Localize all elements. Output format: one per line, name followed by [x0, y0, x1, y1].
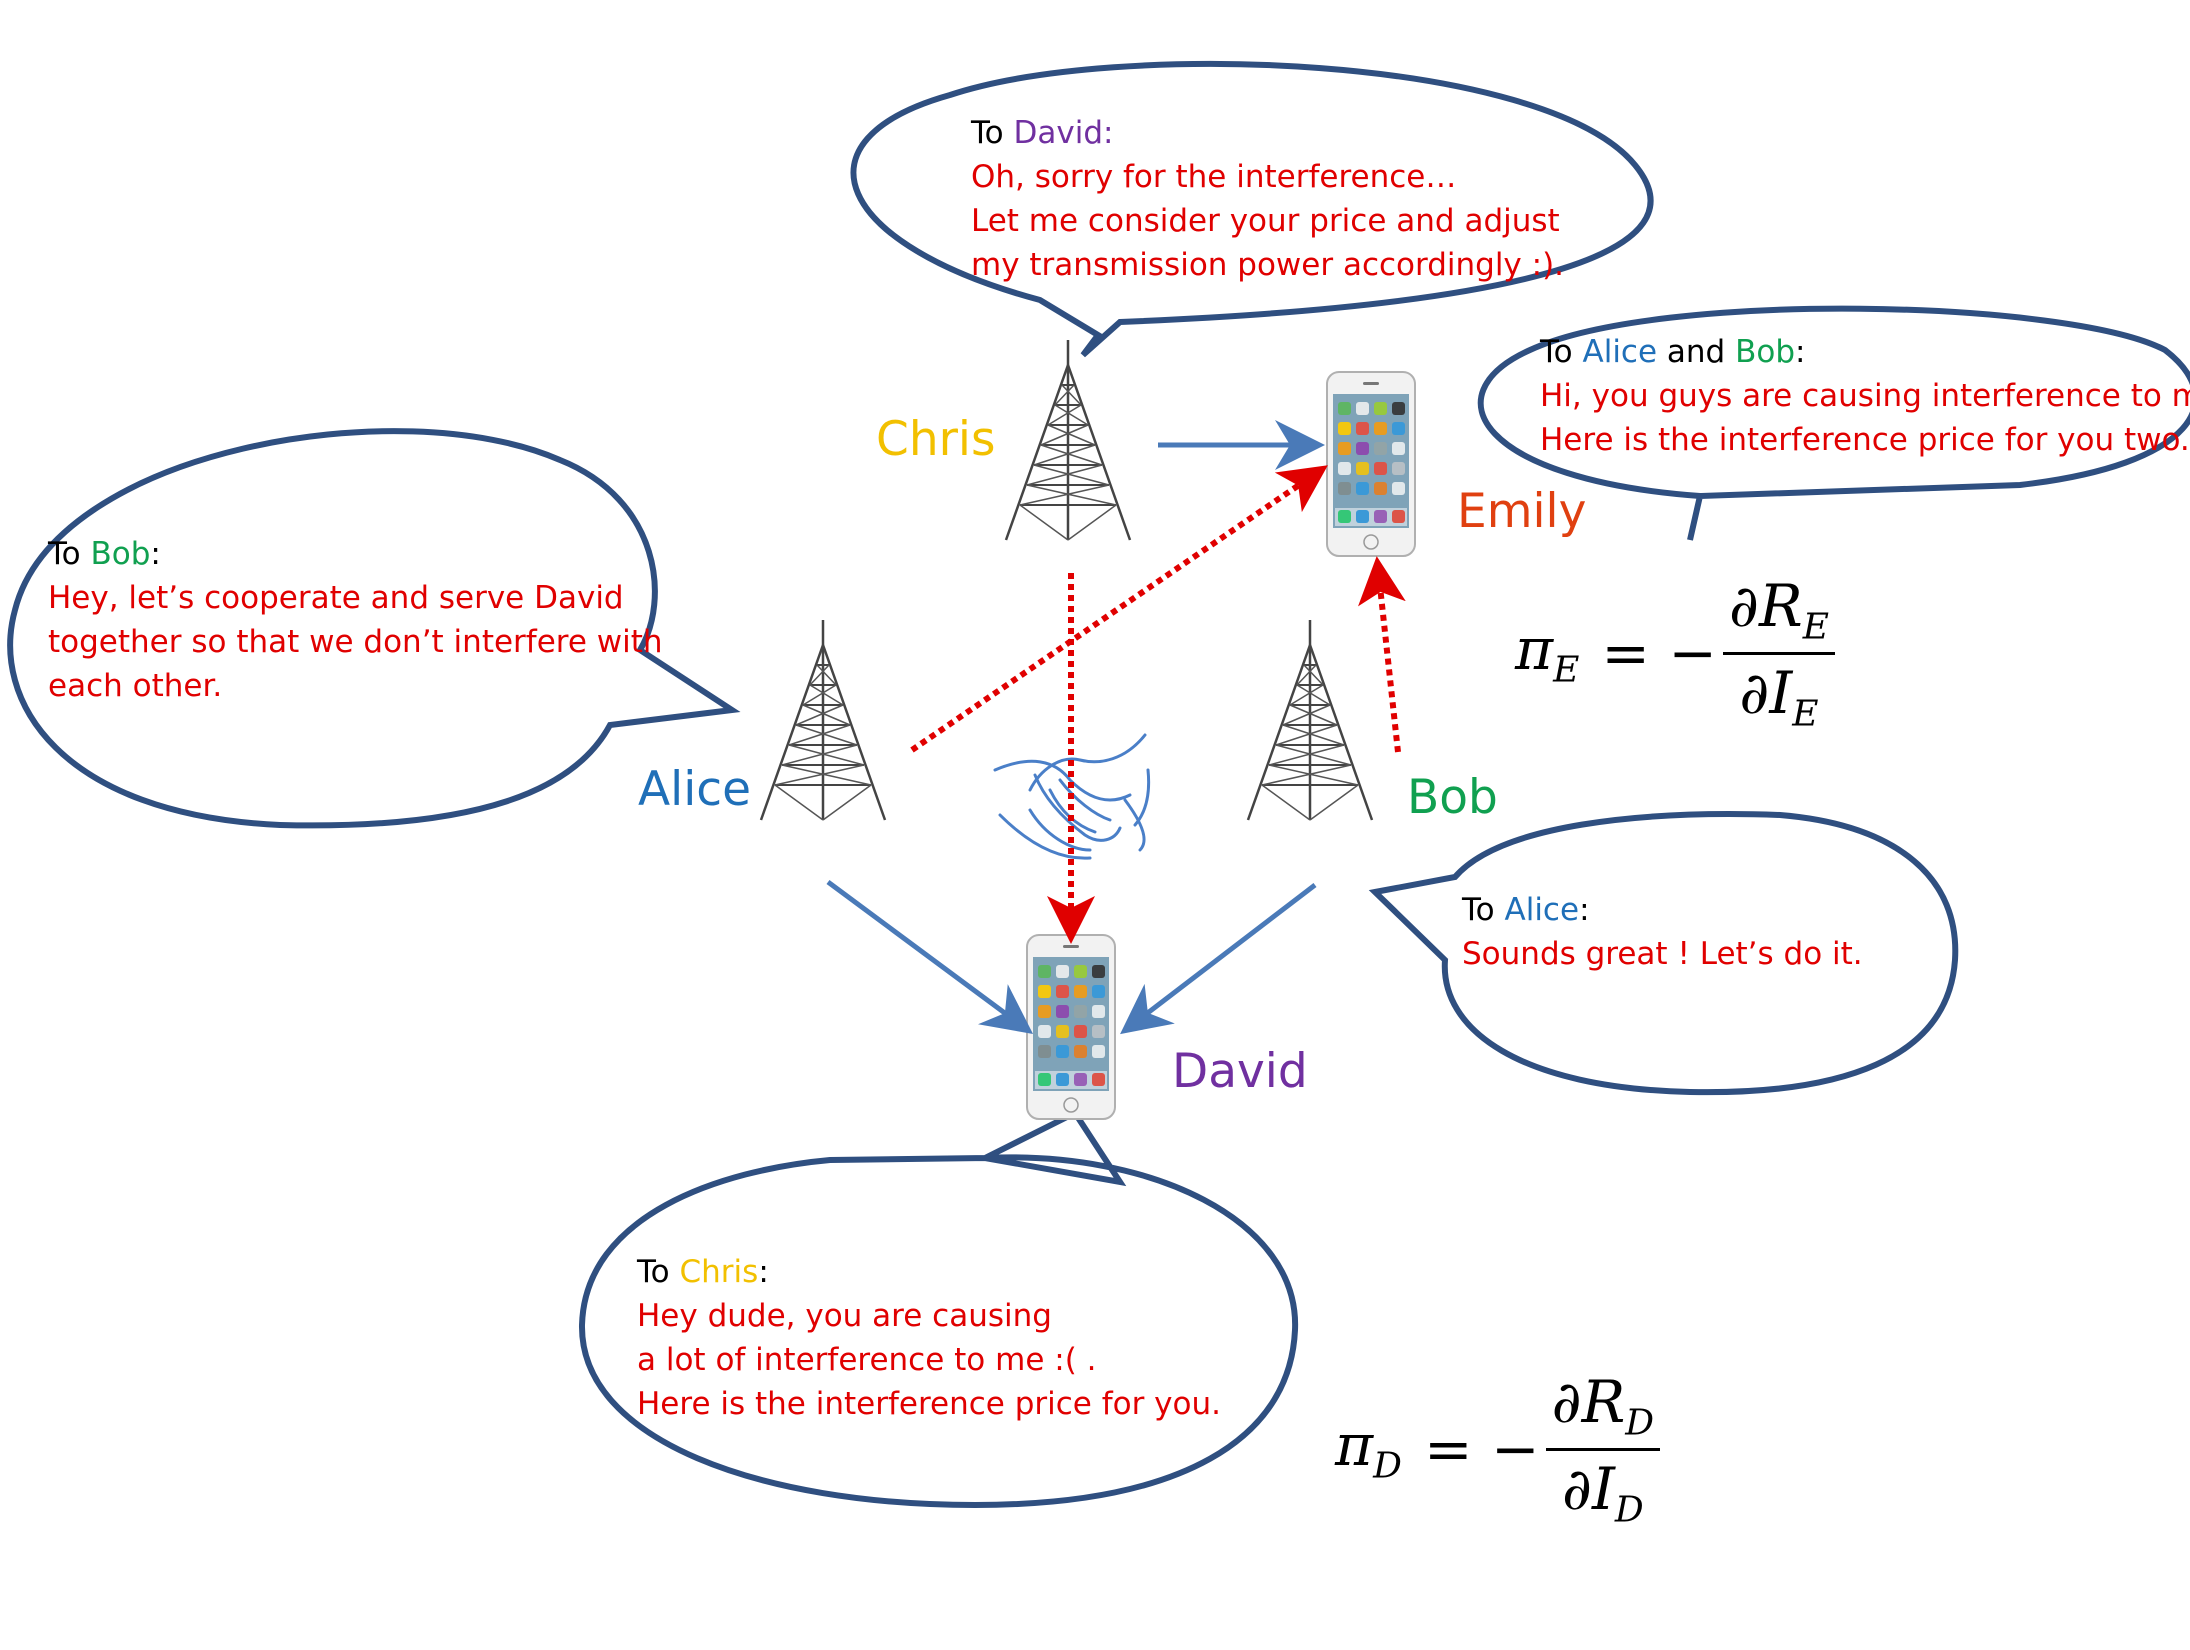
alice-speech-bubble — [7, 428, 741, 829]
bob-speech-bubble — [1368, 811, 1959, 1096]
alice-to-emily-interference-arrow — [910, 465, 1328, 753]
bubble-to-prefix: To — [1462, 892, 1505, 928]
alice-to-david-signal-arrow — [826, 879, 1034, 1034]
bubble-colon: : — [1103, 115, 1114, 151]
recipient-bob: Bob — [90, 536, 151, 572]
david-speech-bubble — [578, 1109, 1299, 1509]
bob-to-david-signal-arrow — [1120, 883, 1317, 1035]
bubble-line: together so that we don’t interfere with — [48, 624, 663, 660]
bubble-line: Here is the interference price for you t… — [1540, 422, 2190, 458]
david-interference-price-formula: πD = − ∂RD ∂ID — [1335, 1368, 1661, 1531]
formula-fraction: ∂RE ∂IE — [1723, 572, 1835, 734]
bubble-colon: : — [150, 536, 161, 572]
formula-fraction: ∂RD ∂ID — [1545, 1368, 1661, 1531]
formula-denominator: ∂IE — [1739, 658, 1819, 735]
bubble-line: Hey, let’s cooperate and serve David — [48, 580, 624, 616]
emily-label: Emily — [1457, 484, 1587, 539]
bubble-line: a lot of interference to me :( . — [637, 1342, 1097, 1378]
emily-speech-bubble — [1477, 305, 2190, 541]
bubble-line: Here is the interference price for you. — [637, 1386, 1221, 1422]
recipient-david: David — [1013, 115, 1104, 151]
recipient-alice: Alice — [1582, 334, 1658, 370]
alice-cell-tower-icon — [759, 618, 887, 822]
alice-label: Alice — [638, 762, 752, 817]
chris-label: Chris — [876, 412, 996, 467]
bubble-colon: : — [1795, 334, 1806, 370]
david-label: David — [1172, 1044, 1308, 1099]
formula-equals: = − — [1601, 619, 1718, 688]
formula-equals: = − — [1423, 1415, 1540, 1484]
david-bubble-text: To Chris: Hey dude, you are causing a lo… — [637, 1250, 1221, 1426]
bob-bubble-text: To Alice: Sounds great ! Let’s do it. — [1462, 888, 1863, 976]
formula-numerator: ∂RE — [1723, 572, 1835, 655]
bubble-and: and — [1657, 334, 1736, 370]
bubble-to-prefix: To — [1540, 334, 1583, 370]
chris-cell-tower-icon — [1004, 338, 1132, 542]
bubble-colon: : — [758, 1254, 769, 1290]
chris-bubble-text: To David: Oh, sorry for the interference… — [971, 111, 1564, 287]
recipient-chris: Chris — [679, 1254, 759, 1290]
bubble-line: Hi, you guys are causing interference to… — [1540, 378, 2190, 414]
formula-lhs: πD — [1335, 1411, 1402, 1487]
bubble-line: my transmission power accordingly :). — [971, 247, 1565, 283]
recipient-bob: Bob — [1735, 334, 1796, 370]
bob-label: Bob — [1407, 770, 1498, 825]
bubble-to-prefix: To — [971, 115, 1014, 151]
bubble-line: each other. — [48, 668, 223, 704]
bubble-line: Oh, sorry for the interference… — [971, 159, 1457, 195]
chris-speech-bubble — [850, 60, 1654, 358]
alice-bubble-text: To Bob: Hey, let’s cooperate and serve D… — [48, 532, 663, 708]
david-smartphone-icon — [1026, 934, 1116, 1120]
bubble-line: Let me consider your price and adjust — [971, 203, 1560, 239]
bubble-to-prefix: To — [48, 536, 91, 572]
bubble-to-prefix: To — [637, 1254, 680, 1290]
emily-interference-price-formula: πE = − ∂RE ∂IE — [1515, 572, 1835, 734]
bubble-colon: : — [1579, 892, 1590, 928]
formula-denominator: ∂ID — [1561, 1454, 1644, 1531]
bob-to-emily-interference-arrow — [1358, 556, 1406, 753]
bob-cell-tower-icon — [1246, 618, 1374, 822]
formula-numerator: ∂RD — [1545, 1368, 1661, 1451]
bubble-line: Hey dude, you are causing — [637, 1298, 1052, 1334]
formula-lhs: πE — [1515, 615, 1580, 691]
handshake-icon — [993, 733, 1151, 860]
emily-bubble-text: To Alice and Bob: Hi, you guys are causi… — [1540, 330, 2190, 462]
bubble-line: Sounds great ! Let’s do it. — [1462, 936, 1863, 972]
recipient-alice: Alice — [1504, 892, 1580, 928]
emily-smartphone-icon — [1326, 371, 1416, 557]
